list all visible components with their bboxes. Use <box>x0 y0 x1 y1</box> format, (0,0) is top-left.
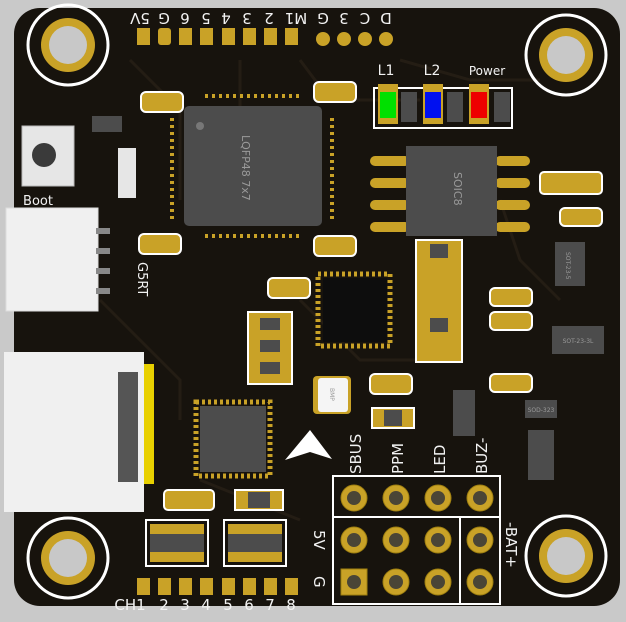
header-label: 3 <box>339 9 349 27</box>
osd-chip <box>193 399 273 479</box>
sot2-label: SOT-23-3L <box>563 338 594 345</box>
signal-label-ppm: PPM <box>389 443 407 474</box>
led-label-l2: L2 <box>424 63 441 79</box>
ch-label: 7 <box>265 596 275 614</box>
mcu-label: LQFP48 7x7 <box>239 135 252 201</box>
signal-label-buz: BUZ- <box>473 438 491 474</box>
mounting-hole-tr <box>524 13 608 97</box>
side-connector: G5RT <box>5 207 149 312</box>
row-label-g: G <box>310 576 328 588</box>
flash-chip: SOIC8 <box>370 146 530 236</box>
header-label: M1 <box>285 9 308 27</box>
header-label: 4 <box>221 9 231 27</box>
ch-label: 5 <box>223 596 233 614</box>
row-label-5v: 5V <box>310 530 328 551</box>
header-label: 2 <box>264 9 274 27</box>
led-label-power: Power <box>469 64 505 78</box>
regulator-sot23-5: SOT-23-5 <box>555 242 585 286</box>
usb-c-connector <box>4 352 154 512</box>
ch-labels: CH1 2 3 4 5 6 7 8 <box>114 596 295 614</box>
diode-sod323: SOD-323 <box>525 400 557 418</box>
header-label: 6 <box>180 9 190 27</box>
transistor <box>528 430 554 480</box>
orientation-arrow-icon <box>285 430 332 460</box>
ch-label: 2 <box>159 596 169 614</box>
signal-label-led: LED <box>431 445 449 474</box>
ch-label: 4 <box>201 596 211 614</box>
boot-label: Boot <box>23 194 53 209</box>
transistor <box>453 390 475 436</box>
regulator-sot23-3: SOT-23-3L <box>552 326 604 354</box>
led-red <box>471 92 487 118</box>
resistor-arrays <box>145 519 287 567</box>
flash-label: SOIC8 <box>451 172 464 206</box>
header-label: D <box>380 9 392 27</box>
ch-label: 6 <box>244 596 254 614</box>
sot1-label: SOT-23-5 <box>564 252 571 280</box>
bat-label: -BAT+ <box>502 522 520 568</box>
g5rt-label: G5RT <box>134 262 149 296</box>
mounting-hole-bl <box>26 516 110 600</box>
header-label: G <box>158 9 170 27</box>
led-green <box>380 92 396 118</box>
pin-labels: SBUS PPM LED BUZ- 5V G -BAT+ <box>310 434 520 588</box>
mounting-hole-br <box>524 514 608 598</box>
ch-label: 8 <box>286 596 296 614</box>
baro-label: BMP <box>328 388 335 401</box>
header-label: 5V <box>129 9 150 27</box>
barometer-chip: BMP <box>313 376 351 414</box>
led-blue <box>425 92 441 118</box>
ch-label: CH1 <box>114 596 145 614</box>
pin-header <box>332 475 501 605</box>
boot-button: Boot <box>21 125 75 209</box>
ch-pads <box>137 578 298 595</box>
status-leds: L1 L2 Power <box>373 63 513 129</box>
header-label: 5 <box>201 9 211 27</box>
mcu-chip: LQFP48 7x7 <box>170 94 334 238</box>
mounting-hole-tl <box>26 3 110 87</box>
header-label: G <box>317 9 329 27</box>
header-label: C <box>360 9 370 27</box>
sod-label: SOD-323 <box>528 407 555 414</box>
signal-label-sbus: SBUS <box>347 434 365 474</box>
ch-label: 3 <box>180 596 190 614</box>
led-label-l1: L1 <box>378 63 395 79</box>
mounting-holes <box>26 3 608 600</box>
header-label: 3 <box>242 9 252 27</box>
imu-chip <box>315 271 393 349</box>
top-header: 5V G 6 5 4 3 2 M1 G 3 C D <box>129 9 393 46</box>
